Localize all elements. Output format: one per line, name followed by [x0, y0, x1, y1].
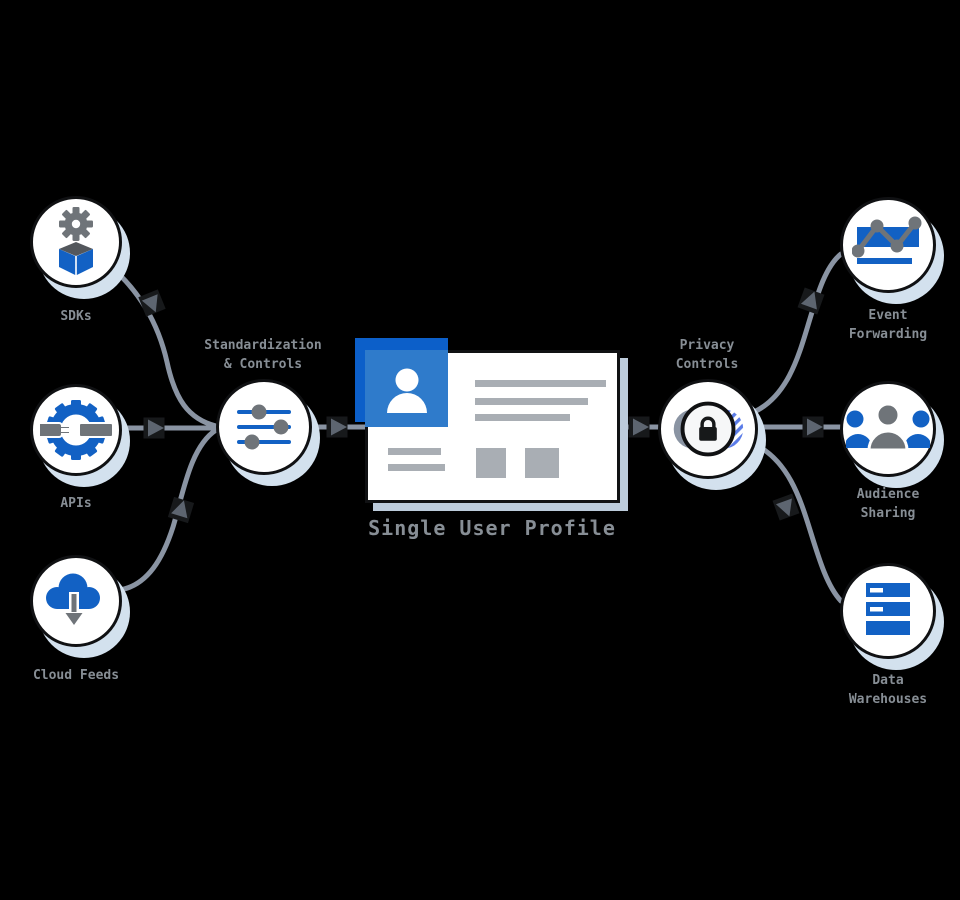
node-label-audience-sharing: Audience Sharing [856, 487, 920, 521]
arrowhead-marker [628, 416, 650, 438]
arrowhead-marker [143, 417, 165, 439]
node-data-warehouses [840, 563, 936, 659]
node-label-sdks: SDKs [60, 309, 92, 324]
gear-cube-icon [59, 207, 93, 275]
card-thumbnail-square [476, 448, 506, 478]
connector-privacy-to-event [751, 251, 844, 415]
diagram-title: Single User Profile [368, 516, 616, 540]
lock-icon [673, 401, 744, 457]
node-privacy-controls [658, 379, 758, 479]
gear-plug-icon [38, 400, 114, 460]
arrowhead-marker [772, 493, 800, 521]
node-sdks [30, 196, 122, 288]
card-text-line [475, 398, 588, 405]
node-label-data-warehouses: Data Warehouses [848, 673, 928, 707]
node-event-forwarding [840, 197, 936, 293]
card-text-line [475, 414, 570, 421]
people-group-icon [846, 402, 930, 452]
node-apis [30, 384, 122, 476]
node-audience-sharing [840, 381, 936, 477]
connector-sdks-to-standardization [109, 265, 219, 429]
node-label-standardization: Standardization & Controls [204, 338, 322, 372]
card-text-line [388, 448, 441, 455]
card-text-line [388, 464, 445, 471]
line-chart-icon [852, 216, 922, 264]
node-label-privacy: Privacy Controls [675, 338, 739, 372]
connector-cloudfeeds-to-standardization [117, 427, 219, 593]
node-label-event-forwarding: Event Forwarding [848, 308, 928, 342]
node-standardization [216, 379, 312, 475]
node-cloud-feeds [30, 555, 122, 647]
arrowheads [138, 287, 825, 524]
arrowhead-marker [138, 289, 166, 317]
arrowhead-marker [802, 416, 824, 438]
server-stack-icon [866, 583, 910, 635]
connector-privacy-to-warehouses [751, 441, 844, 604]
sliders-icon [237, 404, 291, 450]
user-avatar-icon [386, 368, 427, 413]
cloud-download-icon [46, 573, 100, 628]
arrowhead-marker [326, 416, 348, 438]
card-text-line [475, 380, 606, 387]
node-label-cloud-feeds: Cloud Feeds [32, 668, 120, 683]
node-label-apis: APIs [60, 496, 92, 511]
arrowhead-marker [797, 287, 825, 315]
arrowhead-marker [167, 496, 195, 524]
avatar-tile [365, 350, 448, 427]
card-thumbnail-square [525, 448, 559, 478]
